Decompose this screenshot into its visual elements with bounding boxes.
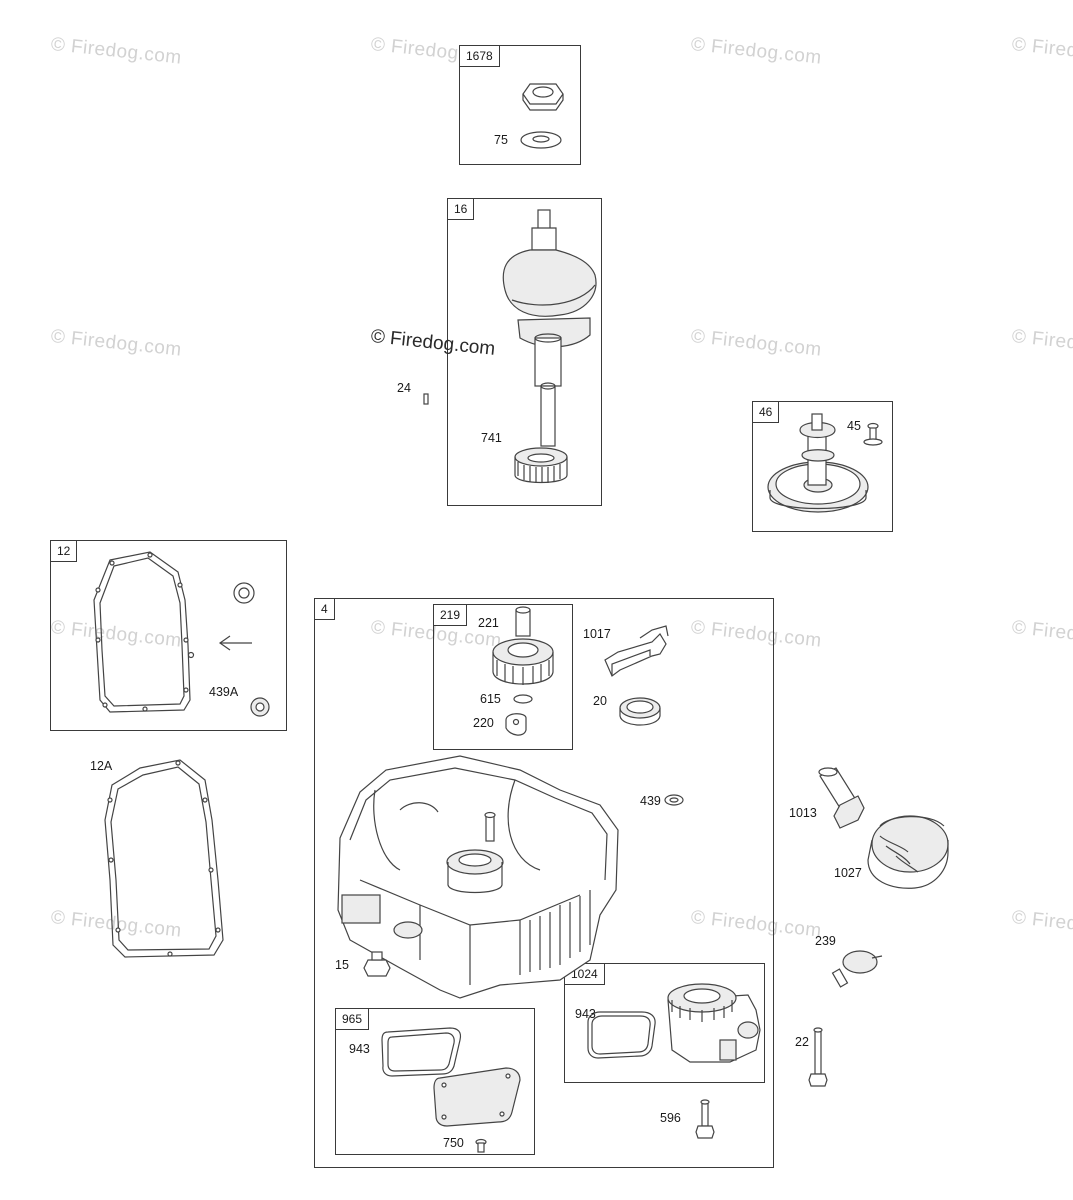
bolt-596-part (695, 1099, 715, 1139)
box-12: 12 (50, 540, 287, 731)
label-943-a: 943 (349, 1042, 370, 1056)
label-439: 439 (640, 794, 661, 808)
seal-20-part (619, 697, 661, 726)
bolt-22-part (808, 1027, 828, 1087)
label-596: 596 (660, 1111, 681, 1125)
seal-439-part (664, 794, 684, 806)
label-15: 15 (335, 958, 349, 972)
gear-741-part (514, 447, 568, 484)
screw-750-part (475, 1138, 487, 1153)
washer-75-part (520, 131, 562, 149)
label-1017: 1017 (583, 627, 611, 641)
label-220: 220 (473, 716, 494, 730)
label-741: 741 (481, 431, 502, 445)
label-24: 24 (397, 381, 411, 395)
box-965: 965 (335, 1008, 535, 1155)
label-750: 750 (443, 1136, 464, 1150)
key-24-part (423, 393, 429, 405)
label-22: 22 (795, 1035, 809, 1049)
nut-1678-part (522, 83, 564, 111)
box-965-id: 965 (336, 1009, 370, 1030)
label-943-b: 943 (575, 1007, 596, 1021)
label-75: 75 (494, 133, 508, 147)
plug-15-part (363, 951, 391, 977)
box-219: 219 (433, 604, 573, 750)
sensor-239-part (831, 950, 883, 988)
label-1027: 1027 (834, 866, 862, 880)
adapter-1013-part (818, 767, 865, 829)
oil-pump-1024-part (587, 983, 761, 1063)
label-20: 20 (593, 694, 607, 708)
gasket-12-part (93, 551, 270, 717)
gasket-12A-part (104, 759, 224, 958)
label-439A: 439A (209, 685, 239, 699)
box-4: 4 (314, 598, 774, 1168)
label-1013: 1013 (789, 806, 817, 820)
gasket-965-part (381, 1027, 521, 1127)
crankshaft-16-part (502, 209, 597, 447)
crankcase-sump-4-part (337, 755, 619, 999)
box-219-id: 219 (434, 605, 468, 626)
box-46-id: 46 (753, 402, 780, 423)
oil-filter-1027-part (867, 815, 949, 889)
box-1678-id: 1678 (460, 46, 500, 67)
box-16-id: 16 (448, 199, 475, 220)
box-16: 16 (447, 198, 602, 506)
label-615: 615 (480, 692, 501, 706)
label-221: 221 (478, 616, 499, 630)
label-12A: 12A (90, 759, 113, 773)
box-46: 46 (752, 401, 893, 532)
box-4-id: 4 (315, 599, 335, 620)
governor-gear-219-part (492, 606, 554, 736)
label-45: 45 (847, 419, 861, 433)
bolt-45-part (863, 422, 883, 446)
label-239: 239 (815, 934, 836, 948)
box-1678: 1678 (459, 45, 581, 165)
bracket-1017-part (604, 625, 669, 677)
box-12-id: 12 (51, 541, 78, 562)
camshaft-46-part (767, 413, 869, 513)
